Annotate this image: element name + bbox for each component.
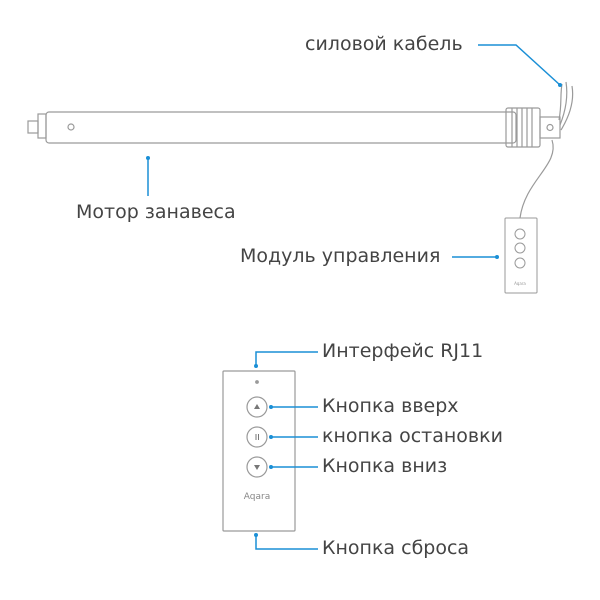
up-button-icon xyxy=(246,396,268,418)
power-cable-callout xyxy=(478,44,561,86)
module-stop-button-icon xyxy=(514,242,526,254)
up-arrow-icon xyxy=(254,404,260,409)
stop-button-icon xyxy=(246,426,268,448)
stop-callout-dot xyxy=(269,435,273,439)
rj11-callout-dot xyxy=(254,364,258,368)
motor-bracket-hole-icon xyxy=(546,123,554,132)
pause-icon xyxy=(255,434,259,440)
control-module-label: Модуль управления xyxy=(240,245,441,267)
rj11-port-icon xyxy=(255,380,259,384)
motor-left-collar xyxy=(37,113,47,139)
rj11-callout xyxy=(255,351,318,366)
up-button-label: Кнопка вверх xyxy=(322,395,459,417)
module-brand-mini: Aqara xyxy=(514,281,526,286)
reset-button-label: Кнопка сброса xyxy=(322,537,470,559)
curtain-motor xyxy=(27,81,574,219)
motor-drive-head xyxy=(505,107,541,148)
power-cable-wire xyxy=(559,81,568,126)
module-callout-dot xyxy=(495,255,499,259)
control-module-large xyxy=(222,370,296,532)
down-callout-dot xyxy=(269,465,273,469)
motor-tube xyxy=(45,111,517,144)
power-cable-label: силовой кабель xyxy=(305,33,463,55)
module-down-button-icon xyxy=(514,257,526,269)
reset-callout xyxy=(255,535,318,550)
curtain-motor-label: Мотор занавеса xyxy=(76,201,236,223)
up-callout-dot xyxy=(269,405,273,409)
power-cable-callout-dot xyxy=(558,83,562,87)
motor-left-adapter xyxy=(27,120,39,134)
motor-callout-dot xyxy=(146,156,150,160)
down-button-icon xyxy=(246,456,268,478)
down-arrow-icon xyxy=(254,465,260,470)
rj11-interface-label: Интерфейс RJ11 xyxy=(322,340,484,362)
control-cable xyxy=(519,139,554,219)
stop-button-label: кнопка остановки xyxy=(322,425,503,447)
reset-callout-dot xyxy=(254,533,258,537)
motor-right-bracket xyxy=(539,116,561,139)
control-module-small xyxy=(504,217,538,294)
module-up-button-icon xyxy=(514,228,526,240)
down-button-label: Кнопка вниз xyxy=(322,455,448,477)
brand-logo: Aqara xyxy=(244,492,270,502)
motor-hole-icon xyxy=(67,123,75,131)
